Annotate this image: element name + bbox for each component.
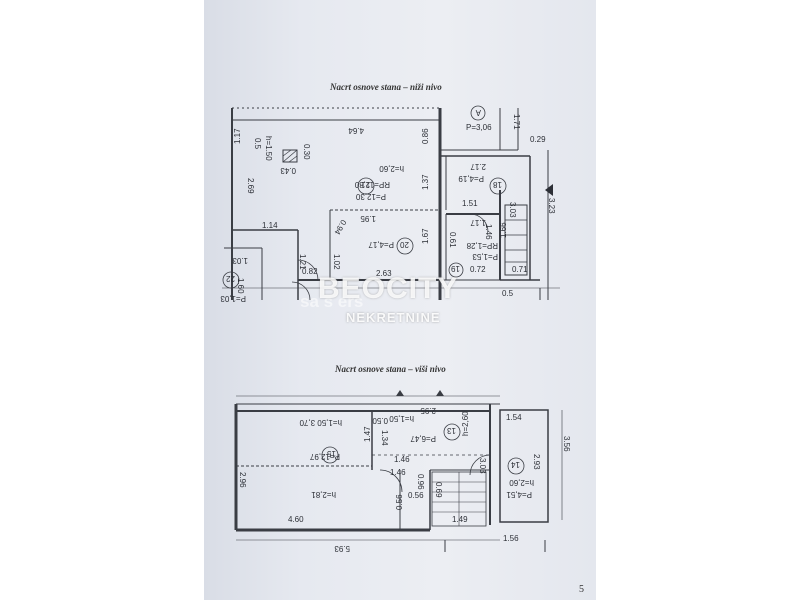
lower-dim-269: 2.69 bbox=[246, 178, 255, 194]
lower-dim-102: 1.02 bbox=[332, 254, 341, 270]
room-21-reduced-area: RP=11,80 bbox=[354, 180, 390, 189]
lower-dim-103: 1.03 bbox=[232, 256, 248, 265]
room-20-number: 20 bbox=[400, 240, 409, 249]
lower-dim-061: 0.61 bbox=[448, 232, 457, 248]
upper-dim-149: 1.49 bbox=[452, 515, 468, 524]
room-19-area: P=1,53 bbox=[472, 252, 498, 261]
upper-dim-056b: 0.56 bbox=[395, 494, 404, 510]
upper-level-caption: Nacrt osnove stana – viši nivo bbox=[335, 364, 446, 374]
room-20-area: P=4,17 bbox=[368, 240, 394, 249]
upper-dim-295: 2.95 bbox=[420, 406, 436, 415]
upper-dim-293: 2.93 bbox=[532, 454, 541, 470]
lower-dim-167: 1.67 bbox=[421, 228, 430, 244]
lower-dim-137: 1.37 bbox=[421, 174, 430, 190]
upper-dim-303: 3.03 bbox=[478, 458, 487, 474]
watermark-faint-text: sa s ers bbox=[300, 292, 364, 311]
upper-dim-356: 3.56 bbox=[562, 436, 571, 452]
lower-dim-05b: 0.5 bbox=[502, 289, 514, 298]
upper-room-14-height: h=2,60 bbox=[509, 478, 534, 487]
upper-room-13-height: h=2,60 bbox=[461, 411, 470, 436]
upper-dim-296: 2.96 bbox=[238, 472, 247, 488]
upper-room-14-number: 14 bbox=[511, 460, 520, 469]
room-a-area: P=3,06 bbox=[466, 123, 492, 132]
upper-room-14-area: P=4,51 bbox=[506, 490, 532, 499]
page-number: 5 bbox=[579, 584, 584, 595]
upper-room-15-number: 15 bbox=[327, 449, 336, 458]
upper-dim-134: 1.34 bbox=[380, 430, 389, 446]
upper-dim-154: 1.54 bbox=[506, 413, 522, 422]
room-a-number: A bbox=[475, 108, 481, 117]
lower-dim-323: 3.23 bbox=[547, 198, 556, 214]
room-19-reduced-area: RP=1,28 bbox=[466, 241, 498, 250]
lower-dim-114: 1.14 bbox=[262, 221, 278, 230]
lower-dim-072: 0.72 bbox=[470, 265, 486, 274]
upper-dim-593: 5.93 bbox=[334, 544, 350, 553]
upper-dim-146b: 1.46 bbox=[390, 468, 406, 477]
upper-room-13-area: P=6,47 bbox=[410, 434, 436, 443]
room-22-area: P=1,03 bbox=[220, 294, 246, 303]
room-21-height: h=2,60 bbox=[379, 164, 404, 173]
lower-dim-303: 3.03 bbox=[508, 202, 517, 218]
upper-dim-146a: 1.46 bbox=[394, 455, 410, 464]
room-18-number: 18 bbox=[493, 180, 502, 189]
room-21-area: P=12,30 bbox=[355, 192, 386, 201]
lower-dim-117b: 1.17 bbox=[470, 218, 486, 227]
upper-room-15-height: h=2,81 bbox=[311, 490, 336, 499]
lower-dim-166: 1.66 bbox=[499, 222, 508, 238]
watermark-subtitle: NEKRETNINE bbox=[346, 310, 441, 325]
upper-dim-056a: 0.56 bbox=[408, 491, 424, 500]
lower-dim-217: 2.17 bbox=[470, 162, 486, 171]
room-21-number: 21 bbox=[361, 180, 370, 189]
lower-dim-h150: h=1.50 bbox=[264, 136, 273, 161]
lower-dim-029: 0.29 bbox=[530, 135, 546, 144]
upper-room-15-area: P=12,97 bbox=[309, 452, 340, 461]
upper-room-13-number: 13 bbox=[447, 426, 456, 435]
lower-dim-086: 0.86 bbox=[421, 128, 430, 144]
lower-dim-117: 1.17 bbox=[233, 128, 242, 144]
upper-room-13-note: h=1,50 bbox=[389, 414, 414, 423]
lower-dim-146: 1.46 bbox=[484, 224, 493, 240]
upper-dim-460: 4.60 bbox=[288, 515, 304, 524]
room-18-area: P=4,19 bbox=[458, 174, 484, 183]
lower-level-caption: Nacrt osnove stana – niži nivo bbox=[330, 82, 442, 92]
lower-dim-121: 1.21 bbox=[298, 254, 307, 270]
lower-dim-043: 0.43 bbox=[280, 166, 296, 175]
lower-dim-05a: 0.5 bbox=[253, 138, 262, 150]
upper-dim-069: 0.69 bbox=[434, 482, 443, 498]
room-22-number: 22 bbox=[226, 274, 235, 283]
watermark-logo: BEOCITY bbox=[318, 272, 459, 305]
upper-dim-156: 1.56 bbox=[503, 534, 519, 543]
lower-dim-195: 1.95 bbox=[360, 214, 376, 223]
lower-dim-464: 4.64 bbox=[348, 126, 364, 135]
lower-dim-030: 0.30 bbox=[302, 144, 311, 160]
lower-dim-263: 2.63 bbox=[376, 269, 392, 278]
lower-dim-071: 0.71 bbox=[512, 265, 528, 274]
upper-dim-096: 0.96 bbox=[416, 474, 425, 490]
room-19-number: 19 bbox=[451, 264, 460, 273]
upper-dim-050: 0.50 bbox=[372, 416, 388, 425]
upper-room-15-note: h=1,50 3,70 bbox=[299, 418, 342, 427]
lower-dim-171: 1.71 bbox=[512, 114, 521, 130]
upper-dim-147: 1.47 bbox=[363, 426, 372, 442]
lower-dim-082: 0.82 bbox=[302, 267, 318, 276]
lower-dim-151: 1.51 bbox=[462, 199, 478, 208]
lower-dim-160: 1.60 bbox=[236, 278, 245, 294]
